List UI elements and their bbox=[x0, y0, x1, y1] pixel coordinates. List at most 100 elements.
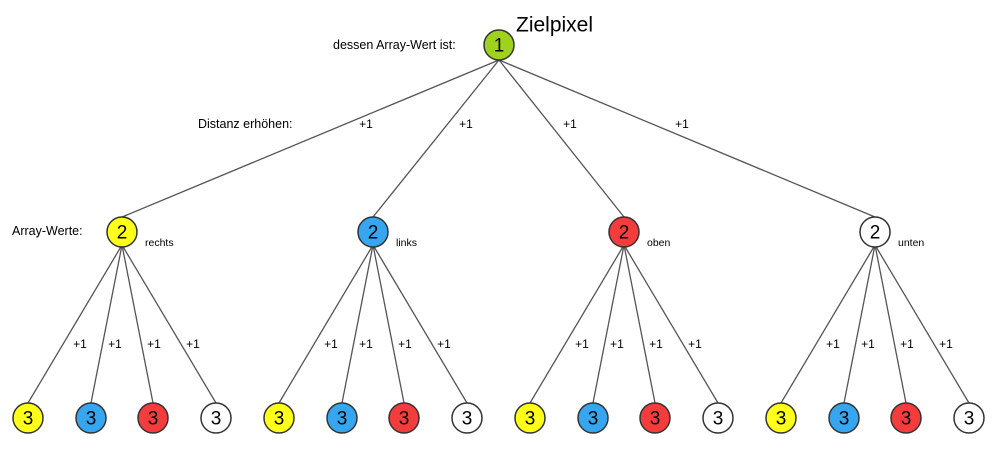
edge-label-child-2-leaf-2: +1 bbox=[359, 337, 373, 351]
leaf-node-2-3-circle bbox=[388, 402, 420, 434]
edge-child-1-leaf-2 bbox=[90, 244, 123, 404]
leaf-node-2-2-value: 3 bbox=[337, 409, 348, 430]
edge-labels-layer: +1+1+1+1+1+1+1+1+1+1+1+1+1+1+1+1+1+1+1+1 bbox=[73, 117, 953, 351]
edge-label-root-child-1: +1 bbox=[359, 117, 373, 131]
leaf-node-4-4: 3 bbox=[953, 402, 985, 434]
leaf-node-1-1-value: 3 bbox=[23, 409, 34, 430]
leaf-node-4-1-value: 3 bbox=[776, 409, 787, 430]
root-node: 1 bbox=[483, 29, 515, 61]
leaf-node-2-4-circle bbox=[451, 402, 483, 434]
leaf-node-3-4-value: 3 bbox=[713, 409, 724, 430]
edge-root-child-4 bbox=[498, 59, 876, 218]
static-labels-layer: Zielpixel dessen Array-Wert ist: Distanz… bbox=[12, 14, 593, 239]
leaf-node-1-1: 3 bbox=[12, 402, 44, 434]
leaf-node-4-2-circle bbox=[828, 402, 860, 434]
edge-label-child-3-leaf-2: +1 bbox=[610, 337, 624, 351]
child-direction-label-2: links bbox=[396, 237, 417, 249]
leaf-node-1-4-value: 3 bbox=[211, 409, 222, 430]
edge-child-3-leaf-2 bbox=[592, 244, 625, 404]
edge-child-3-leaf-4 bbox=[623, 244, 719, 404]
edge-label-root-child-3: +1 bbox=[563, 117, 577, 131]
diagram-title: Zielpixel bbox=[516, 14, 593, 37]
leaf-node-4-3-circle bbox=[890, 402, 922, 434]
leaf-node-3-4-circle bbox=[702, 402, 734, 434]
leaf-node-3-3-value: 3 bbox=[650, 409, 661, 430]
edge-label-child-1-leaf-2: +1 bbox=[108, 337, 122, 351]
edge-root-child-3 bbox=[498, 59, 625, 218]
edge-label-child-4-leaf-2: +1 bbox=[861, 337, 875, 351]
leaf-node-1-4-circle bbox=[200, 402, 232, 434]
edge-label-child-4-leaf-4: +1 bbox=[939, 337, 953, 351]
leaf-node-3-4: 3 bbox=[702, 402, 734, 434]
edge-label-child-3-leaf-3: +1 bbox=[649, 337, 663, 351]
edge-label-child-1-leaf-3: +1 bbox=[147, 337, 161, 351]
leaf-node-2-1-circle bbox=[263, 402, 295, 434]
leaf-node-3-3: 3 bbox=[639, 402, 671, 434]
leaf-node-3-2: 3 bbox=[577, 402, 609, 434]
array-values-label: Array-Werte: bbox=[12, 224, 83, 238]
leaf-node-3-1-value: 3 bbox=[525, 409, 536, 430]
child-node-3: 2 bbox=[608, 216, 640, 248]
leaf-node-4-4-value: 3 bbox=[964, 409, 975, 430]
edges-layer bbox=[27, 59, 970, 404]
edge-label-child-1-leaf-4: +1 bbox=[186, 337, 200, 351]
edge-label-child-3-leaf-1: +1 bbox=[575, 337, 589, 351]
leaf-node-2-2-circle bbox=[326, 402, 358, 434]
edge-label-root-child-2: +1 bbox=[459, 117, 473, 131]
edge-child-4-leaf-3 bbox=[874, 244, 907, 404]
leaf-node-3-1-circle bbox=[514, 402, 546, 434]
leaf-node-1-4: 3 bbox=[200, 402, 232, 434]
child-direction-label-4: unten bbox=[898, 237, 924, 249]
child-node-2-value: 2 bbox=[368, 223, 379, 244]
edge-root-child-1 bbox=[121, 59, 500, 218]
leaf-node-1-3-circle bbox=[137, 402, 169, 434]
leaf-node-4-3: 3 bbox=[890, 402, 922, 434]
edge-label-child-2-leaf-4: +1 bbox=[437, 337, 451, 351]
leaf-node-4-4-circle bbox=[953, 402, 985, 434]
child-node-1-circle bbox=[106, 216, 138, 248]
leaf-node-2-1-value: 3 bbox=[274, 409, 285, 430]
leaf-node-3-2-circle bbox=[577, 402, 609, 434]
edge-label-child-2-leaf-3: +1 bbox=[398, 337, 412, 351]
edge-label-root-child-4: +1 bbox=[675, 117, 689, 131]
leaf-node-2-1: 3 bbox=[263, 402, 295, 434]
leaf-node-1-1-circle bbox=[12, 402, 44, 434]
edge-child-1-leaf-1 bbox=[27, 244, 123, 404]
child-node-2: 2 bbox=[357, 216, 389, 248]
child-node-4-circle bbox=[859, 216, 891, 248]
edge-child-3-leaf-3 bbox=[623, 244, 656, 404]
edge-root-child-2 bbox=[372, 59, 500, 218]
edge-label-child-2-leaf-1: +1 bbox=[324, 337, 338, 351]
edge-child-4-leaf-2 bbox=[843, 244, 876, 404]
edge-child-2-leaf-4 bbox=[372, 244, 468, 404]
child-node-3-value: 2 bbox=[619, 223, 630, 244]
leaf-node-2-4-value: 3 bbox=[462, 409, 473, 430]
leaf-node-2-2: 3 bbox=[326, 402, 358, 434]
child-node-1: 2 bbox=[106, 216, 138, 248]
leaf-node-4-2: 3 bbox=[828, 402, 860, 434]
child-node-3-circle bbox=[608, 216, 640, 248]
edge-child-4-leaf-1 bbox=[780, 244, 876, 404]
edge-child-1-leaf-4 bbox=[121, 244, 217, 404]
root-value-label: dessen Array-Wert ist: bbox=[333, 38, 456, 52]
increase-distance-label: Distanz erhöhen: bbox=[198, 117, 293, 131]
edge-child-2-leaf-1 bbox=[278, 244, 374, 404]
leaf-node-1-2: 3 bbox=[75, 402, 107, 434]
root-node-value: 1 bbox=[494, 36, 505, 57]
child-node-1-value: 2 bbox=[117, 223, 128, 244]
root-node-circle bbox=[483, 29, 515, 61]
leaf-node-1-3: 3 bbox=[137, 402, 169, 434]
edge-child-2-leaf-3 bbox=[372, 244, 405, 404]
leaf-node-2-3-value: 3 bbox=[399, 409, 410, 430]
leaf-node-3-3-circle bbox=[639, 402, 671, 434]
leaf-node-4-3-value: 3 bbox=[901, 409, 912, 430]
edge-child-4-leaf-4 bbox=[874, 244, 970, 404]
child-node-4: 2 bbox=[859, 216, 891, 248]
leaf-node-4-1-circle bbox=[765, 402, 797, 434]
edge-label-child-4-leaf-1: +1 bbox=[826, 337, 840, 351]
edge-child-1-leaf-3 bbox=[121, 244, 154, 404]
leaf-node-4-1: 3 bbox=[765, 402, 797, 434]
leaf-node-1-2-circle bbox=[75, 402, 107, 434]
